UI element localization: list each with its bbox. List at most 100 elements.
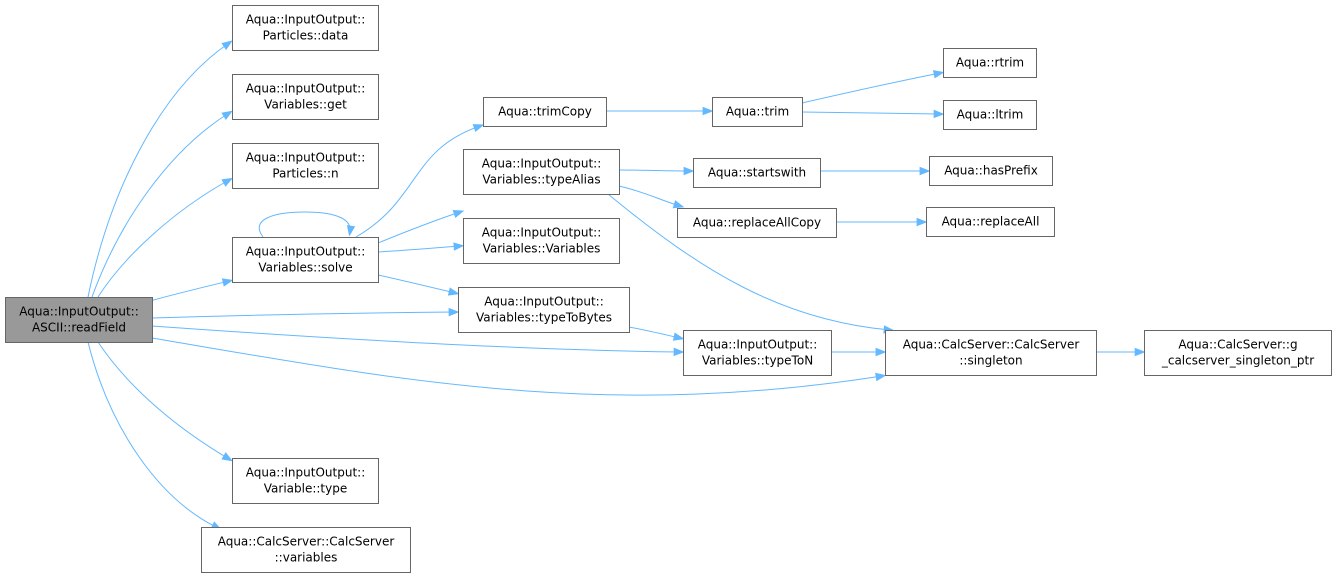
edge-line <box>91 112 230 298</box>
node-label-line: Variables::typeToN <box>702 354 813 368</box>
edge-line <box>377 211 461 244</box>
arrowhead-icon <box>672 332 685 341</box>
arrowhead-icon <box>875 347 887 357</box>
node-variablesCtor[interactable]: Aqua::InputOutput::Variables::Variables <box>463 218 620 264</box>
node-singleton[interactable]: Aqua::CalcServer::CalcServer::singleton <box>885 330 1097 376</box>
arrowhead-icon <box>1134 347 1146 357</box>
edge-startswith-to-hasPrefix <box>819 166 931 176</box>
node-box <box>232 237 379 283</box>
edge-readField-to-singleton <box>151 337 887 396</box>
node-box <box>943 100 1037 130</box>
node-box <box>483 97 607 127</box>
node-box <box>463 149 620 195</box>
edge-line <box>801 111 941 115</box>
node-calcVariables[interactable]: Aqua::CalcServer::CalcServer::variables <box>201 527 411 573</box>
node-box <box>232 74 379 120</box>
node-typeToBytes[interactable]: Aqua::InputOutput::Variables::typeToByte… <box>458 287 630 333</box>
edge-variablesSolve-to-typeAlias <box>377 209 465 244</box>
node-label-line: Aqua::InputOutput:: <box>484 295 604 309</box>
edge-readField-to-variablesGet <box>91 110 233 298</box>
node-singletonPtr[interactable]: Aqua::CalcServer::g_calcserver_singleton… <box>1144 330 1332 376</box>
edge-line <box>377 245 461 253</box>
arrowhead-icon <box>919 166 931 176</box>
edge-line <box>87 341 219 529</box>
node-particlesData[interactable]: Aqua::InputOutput::Particles::data <box>232 5 379 51</box>
node-label-line: Aqua::InputOutput:: <box>698 338 818 352</box>
edge-typeAlias-to-startswith <box>618 166 695 176</box>
node-particlesN[interactable]: Aqua::InputOutput::Particles::n <box>232 143 379 189</box>
node-typeToN[interactable]: Aqua::InputOutput::Variables::typeToN <box>683 330 832 376</box>
node-box <box>712 97 803 127</box>
edge-line <box>628 326 681 339</box>
node-label-line: Variable::type <box>264 482 347 496</box>
arrowhead-icon <box>447 287 460 296</box>
arrowhead-icon <box>453 242 465 251</box>
node-label-line: Aqua::trimCopy <box>498 105 592 119</box>
edge-typeAlias-to-replaceAllCopy <box>618 185 685 209</box>
edge-line <box>151 325 681 353</box>
node-ltrim[interactable]: Aqua::ltrim <box>943 100 1037 130</box>
edge-line <box>97 179 230 298</box>
node-label-line: Aqua::rtrim <box>956 56 1024 70</box>
node-label-line: Aqua::InputOutput:: <box>482 157 602 171</box>
arrowhead-icon <box>448 307 460 317</box>
edge-line <box>87 42 230 298</box>
node-startswith[interactable]: Aqua::startswith <box>693 158 821 188</box>
node-trimCopy[interactable]: Aqua::trimCopy <box>483 97 607 127</box>
node-box <box>232 458 379 504</box>
arrowhead-icon <box>673 347 685 357</box>
node-label-line: Variables::typeToBytes <box>476 311 612 325</box>
call-graph-edges <box>87 40 1146 531</box>
node-label-line: Particles::n <box>272 167 338 181</box>
edge-readField-to-variableType <box>97 341 233 462</box>
edge-readField-to-typeToBytes <box>151 307 460 319</box>
edge-variablesSolve-to-variablesSolve <box>258 211 356 238</box>
edge-variablesSolve-to-variablesCtor <box>377 242 465 253</box>
node-label-line: Aqua::InputOutput:: <box>246 245 366 259</box>
arrowhead-icon <box>472 124 485 133</box>
arrowhead-icon <box>221 110 233 120</box>
arrowhead-icon <box>221 278 234 287</box>
node-hasPrefix[interactable]: Aqua::hasPrefix <box>929 156 1053 186</box>
arrowhead-icon <box>702 106 714 116</box>
node-box <box>885 330 1097 376</box>
node-box <box>943 48 1037 78</box>
edge-typeToN-to-singleton <box>830 347 887 357</box>
node-box <box>463 218 620 264</box>
node-replaceAll[interactable]: Aqua::replaceAll <box>926 207 1055 237</box>
node-box <box>232 143 379 189</box>
edge-readField-to-calcVariables <box>87 341 223 531</box>
node-label-line: _calcserver_singleton_ptr <box>1161 354 1314 368</box>
node-replaceAllCopy[interactable]: Aqua::replaceAllCopy <box>677 208 837 238</box>
edge-line <box>149 280 230 302</box>
edge-readField-to-particlesData <box>87 40 233 298</box>
arrowhead-icon <box>221 40 233 51</box>
node-label-line: Variables::solve <box>258 261 352 275</box>
node-label-line: Aqua::InputOutput:: <box>246 466 366 480</box>
arrowhead-icon <box>932 70 945 79</box>
node-box <box>926 207 1055 237</box>
node-label-line: Aqua::CalcServer::CalcServer <box>903 338 1080 352</box>
node-label-line: Aqua::InputOutput:: <box>246 13 366 27</box>
node-variablesGet[interactable]: Aqua::InputOutput::Variables::get <box>232 74 379 120</box>
node-rtrim[interactable]: Aqua::rtrim <box>943 48 1037 78</box>
node-box <box>458 287 630 333</box>
edge-line <box>377 274 456 294</box>
edge-typeToBytes-to-typeToN <box>628 326 685 341</box>
node-variableType[interactable]: Aqua::InputOutput::Variable::type <box>232 458 379 504</box>
node-variablesSolve[interactable]: Aqua::InputOutput::Variables::solve <box>232 237 379 283</box>
node-label-line: Aqua::InputOutput:: <box>19 305 139 319</box>
node-label-line: ::singleton <box>959 354 1022 368</box>
node-label-line: Variables::Variables <box>483 242 601 256</box>
edge-trimCopy-to-trim <box>606 106 714 116</box>
node-label-line: Aqua::replaceAll <box>942 215 1040 229</box>
node-box <box>677 208 837 238</box>
edge-trim-to-rtrim <box>801 70 945 104</box>
edge-singleton-to-singletonPtr <box>1095 347 1146 357</box>
node-trim[interactable]: Aqua::trim <box>712 97 803 127</box>
edge-readField-to-variablesSolve <box>149 278 234 302</box>
node-typeAlias[interactable]: Aqua::InputOutput::Variables::typeAlias <box>463 149 620 195</box>
node-readField: Aqua::InputOutput::ASCII::readField <box>5 297 153 343</box>
arrowhead-icon <box>221 177 234 187</box>
